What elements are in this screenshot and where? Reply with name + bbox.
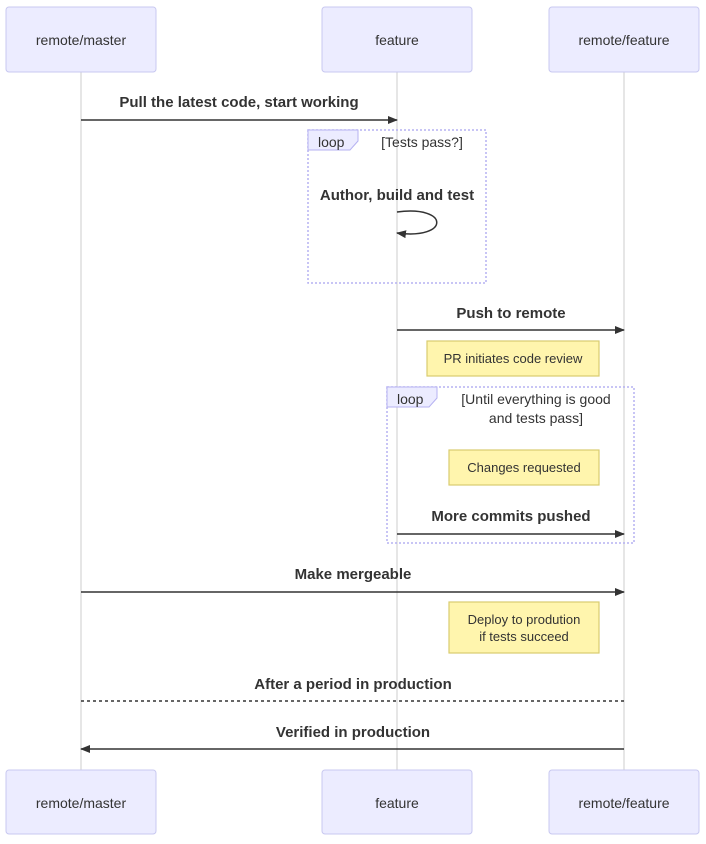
note-deploy: Deploy to prodution if tests succeed: [448, 601, 600, 654]
actor-remote-feature-bottom: remote/feature: [548, 769, 700, 835]
loop-label: loop: [397, 391, 424, 407]
actor-label: remote/master: [36, 795, 127, 811]
loop-condition-line2: and tests pass]: [489, 410, 583, 426]
loop-tab: [307, 129, 359, 151]
loop-until-good: loop [Until everything is good and tests…: [386, 386, 635, 544]
loop-tests-pass: loop [Tests pass?]: [307, 129, 487, 284]
message-mergeable-label: Make mergeable: [295, 566, 412, 583]
loop-condition: [Tests pass?]: [381, 134, 463, 150]
actor-feature-top: feature: [321, 6, 473, 73]
actor-remote-master-top: remote/master: [5, 6, 157, 73]
loop-condition-line1: [Until everything is good: [461, 391, 610, 407]
note-code-review: PR initiates code review: [426, 340, 600, 377]
note-text-line2: if tests succeed: [479, 629, 569, 644]
actor-label: remote/feature: [578, 795, 669, 811]
message-period-label: After a period in production: [254, 676, 452, 693]
message-more-commits-label: More commits pushed: [431, 508, 590, 525]
note-text-line1: Deploy to prodution: [468, 612, 581, 627]
note-changes-requested: Changes requested: [448, 449, 600, 486]
message-author-self-arrow: [396, 210, 438, 239]
actor-label: remote/master: [36, 32, 127, 48]
message-author-label: Author, build and test: [320, 187, 474, 204]
loop-label: loop: [318, 134, 345, 150]
note-text: Changes requested: [467, 460, 580, 475]
actor-label: feature: [375, 32, 419, 48]
message-push-label: Push to remote: [456, 305, 565, 322]
actor-label: remote/feature: [578, 32, 669, 48]
message-verified-label: Verified in production: [276, 724, 430, 741]
actor-remote-master-bottom: remote/master: [5, 769, 157, 835]
note-text: PR initiates code review: [444, 351, 583, 366]
actor-feature-bottom: feature: [321, 769, 473, 835]
actor-remote-feature-top: remote/feature: [548, 6, 700, 73]
actor-label: feature: [375, 795, 419, 811]
loop-tab: [386, 386, 438, 408]
message-pull-label: Pull the latest code, start working: [119, 94, 358, 111]
